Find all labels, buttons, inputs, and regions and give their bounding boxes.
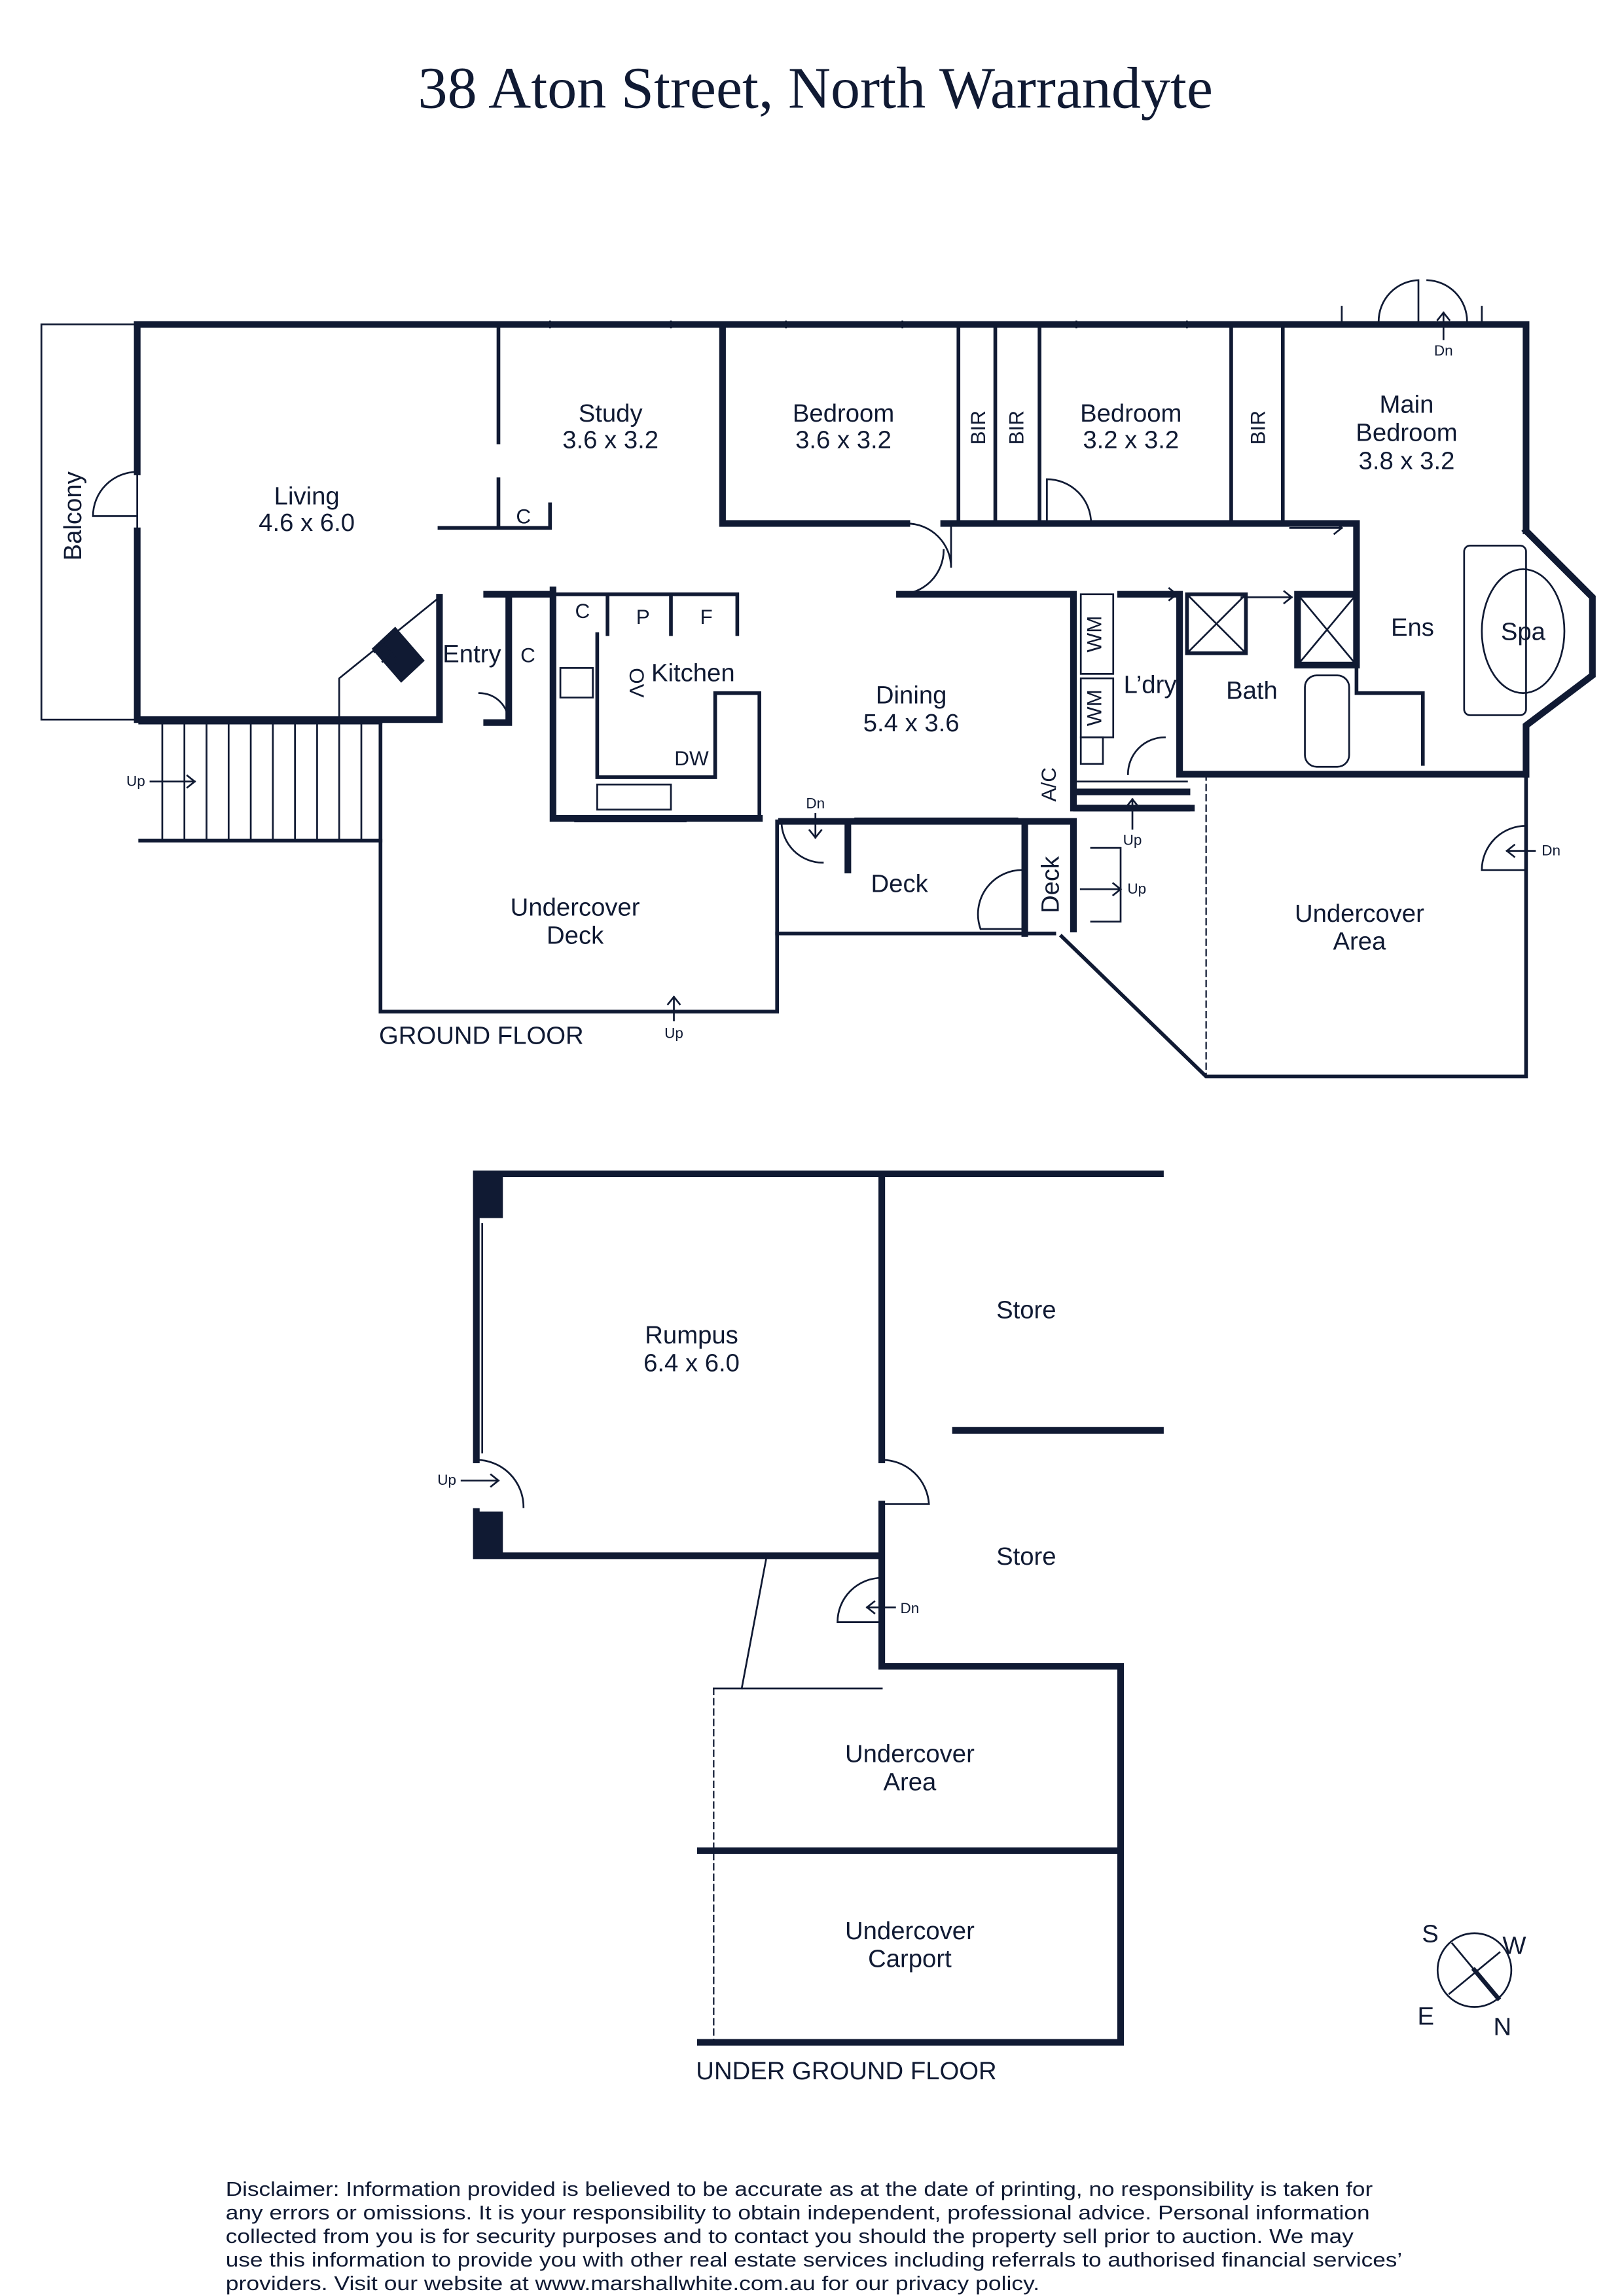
- room-undercover-area-lower: Undercover: [845, 1740, 975, 1768]
- room-study: Study: [579, 399, 643, 428]
- bir-3: BIR: [1246, 410, 1270, 445]
- room-dining-size: 5.4 x 3.6: [863, 709, 960, 737]
- arrow-left-icon: [1505, 843, 1536, 858]
- room-laundry: L’dry: [1124, 671, 1178, 699]
- room-ensuite: Ens: [1391, 613, 1434, 642]
- room-undercover-area-lower-2: Area: [883, 1768, 937, 1796]
- under-ground-floor-label: UNDER GROUND FLOOR: [696, 2057, 996, 2085]
- room-main-bedroom-size: 3.8 x 3.2: [1359, 446, 1455, 475]
- room-rumpus: Rumpus: [645, 1321, 738, 1349]
- arrow-right-icon: [460, 1473, 500, 1488]
- rumpus-up-label: Up: [437, 1472, 456, 1488]
- room-store-1: Store: [996, 1296, 1056, 1324]
- room-undercover-carport: Undercover: [845, 1917, 975, 1945]
- washing-machine-1: WM: [1083, 616, 1106, 653]
- arrow-left-icon: [865, 1600, 896, 1615]
- room-dining: Dining: [876, 681, 947, 709]
- bir-2: BIR: [1004, 410, 1028, 445]
- room-living-size: 4.6 x 6.0: [259, 509, 355, 537]
- room-undercover-deck-2: Deck: [547, 922, 604, 950]
- room-bedroom-2: Bedroom: [1080, 399, 1181, 428]
- bir-1: BIR: [966, 410, 990, 445]
- room-main-bedroom: Main: [1379, 391, 1433, 419]
- ground-floor-walls: [40, 279, 1596, 1079]
- closet-entry: C: [520, 643, 535, 666]
- arrow-right-icon: [149, 774, 196, 789]
- room-undercover-area: Undercover: [1295, 900, 1424, 928]
- area-dn-label: Dn: [1541, 842, 1560, 858]
- compass-icon: S W E N: [1417, 1920, 1526, 2041]
- store-dn-label: Dn: [901, 1600, 920, 1616]
- disclaimer-line: collected from you is for security purpo…: [226, 2225, 1354, 2248]
- room-main-bedroom-2: Bedroom: [1356, 418, 1457, 446]
- disclaimer-line: use this information to provide you with…: [226, 2249, 1402, 2271]
- compass-e: E: [1417, 2003, 1434, 2031]
- arrow-right-icon: [1079, 882, 1123, 897]
- property-title: 38 Aton Street, North Warrandyte: [418, 56, 1213, 120]
- stairs-up-label: Up: [126, 773, 145, 790]
- closet-study: C: [516, 505, 531, 528]
- room-deck-side: Deck: [1036, 856, 1064, 913]
- deck-side-up-label: Up: [1127, 881, 1146, 897]
- arrow-down-icon: [808, 812, 823, 839]
- arrow-up-icon: [1125, 797, 1140, 830]
- main-bedroom-dn-label: Dn: [1434, 342, 1453, 359]
- room-undercover-deck: Undercover: [511, 894, 640, 922]
- room-balcony: Balcony: [59, 471, 87, 560]
- arrow-right-icon: [1123, 520, 1344, 605]
- room-undercover-area-2: Area: [1333, 928, 1386, 956]
- oven: OV: [625, 668, 649, 698]
- arrow-up-icon: [666, 995, 681, 1022]
- washing-machine-2: WM: [1083, 689, 1106, 726]
- room-bedroom-1-size: 3.6 x 3.2: [795, 426, 892, 454]
- under-ground-floor-walls: [473, 1170, 1164, 2046]
- room-spa: Spa: [1501, 618, 1546, 646]
- compass-s: S: [1422, 1920, 1439, 1948]
- room-bath: Bath: [1226, 677, 1278, 705]
- disclaimer-line: Disclaimer: Information provided is beli…: [226, 2178, 1373, 2200]
- compass-w: W: [1502, 1931, 1526, 1959]
- air-conditioner: A/C: [1037, 767, 1060, 802]
- room-undercover-carport-2: Carport: [868, 1945, 952, 1973]
- dishwasher: DW: [674, 746, 709, 770]
- room-rumpus-size: 6.4 x 6.0: [643, 1349, 740, 1377]
- room-bedroom-1: Bedroom: [793, 399, 894, 428]
- room-deck: Deck: [871, 870, 929, 898]
- ground-floor-labels: Balcony Living 4.6 x 6.0 Study 3.6 x 3.2…: [59, 311, 1560, 1050]
- room-study-size: 3.6 x 3.2: [562, 426, 658, 454]
- disclaimer-line: any errors or omissions. It is your resp…: [226, 2202, 1370, 2224]
- pantry: P: [636, 605, 650, 629]
- compass-n: N: [1494, 2013, 1512, 2041]
- laundry-up-label: Up: [1123, 832, 1142, 848]
- dining-dn-label: Dn: [806, 795, 825, 811]
- room-living: Living: [274, 482, 340, 510]
- fridge: F: [700, 605, 712, 629]
- room-bedroom-2-size: 3.2 x 3.2: [1083, 426, 1179, 454]
- ground-floor-label: GROUND FLOOR: [379, 1022, 584, 1050]
- closet-kitchen: C: [575, 599, 590, 623]
- room-store-2: Store: [996, 1542, 1056, 1571]
- disclaimer: Disclaimer: Information provided is beli…: [226, 2178, 1402, 2295]
- deck-up-label: Up: [664, 1025, 683, 1042]
- room-entry: Entry: [442, 640, 501, 668]
- under-ground-floor-labels: Rumpus 6.4 x 6.0 Store Store Undercover …: [437, 1296, 1056, 2085]
- arrow-up-icon: [1436, 311, 1451, 340]
- room-kitchen: Kitchen: [651, 659, 735, 687]
- disclaimer-line: providers. Visit our website at www.mars…: [226, 2272, 1039, 2295]
